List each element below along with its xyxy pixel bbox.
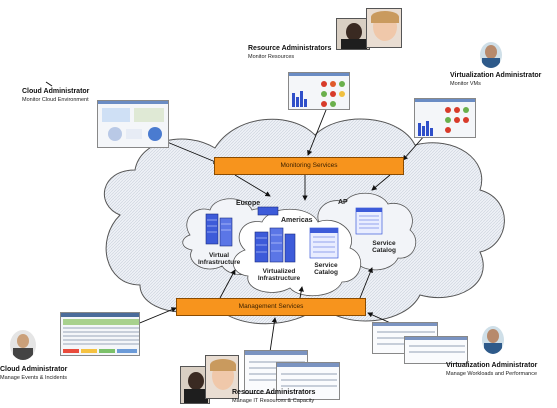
resource-admin-bottom-title: Resource Administrators [232,389,315,396]
monitoring-services-box: Monitoring Services [214,157,404,175]
cloud-admin-avatar-bottom [10,330,36,360]
cloud-admin-bottom-title: Cloud Administrator [0,366,67,373]
events-table-thumbnail [60,312,140,356]
cloud-dashboard-thumbnail [97,100,169,148]
resource-admin-photo-2 [366,8,402,48]
virt-admin-top-title: Virtualization Administrator [450,72,541,79]
virt-admin-bottom-title: Virtualization Administrator [446,362,537,369]
virt-admin-avatar-bottom [482,326,504,354]
virt-admin-top-subtitle: Monitor VMs [450,81,481,87]
region-ap-label: AP [338,199,348,206]
vm-dashboard-thumbnail [414,98,476,138]
resource-admin-top-title: Resource Administrators [248,45,331,52]
americas-catalog-icon [310,228,338,258]
cloud-admin-top-title: Cloud Administrator [22,88,89,95]
resource-admin-bottom-subtitle: Manage IT Resources & Capacity [232,398,314,404]
resource-admin-top-subtitle: Monitor Resources [248,54,294,60]
resource-dashboard-thumbnail [288,72,350,110]
region-americas-label: Americas [281,217,313,224]
workload-thumbnail-2 [404,336,468,364]
virt-admin-avatar-top [480,42,502,68]
resource-admin-photo-1 [336,18,370,50]
americas-infrastructure-label: Virtualized Infrastructure [250,268,308,282]
region-europe-label: Europe [236,200,260,207]
pointer-dash [46,82,52,86]
ap-catalog-label: Service Catalog [366,240,402,254]
management-services-box: Management Services [176,298,366,316]
americas-catalog-label: Service Catalog [308,262,344,276]
cloud-admin-top-subtitle: Monitor Cloud Environment [22,97,89,103]
cloud-admin-bottom-subtitle: Manage Events & Incidents [0,375,67,381]
virt-admin-bottom-subtitle: Manage Workloads and Performance [446,371,537,377]
ap-catalog-icon [356,208,382,234]
europe-infrastructure-label: Virtual Infrastructure [198,252,240,266]
